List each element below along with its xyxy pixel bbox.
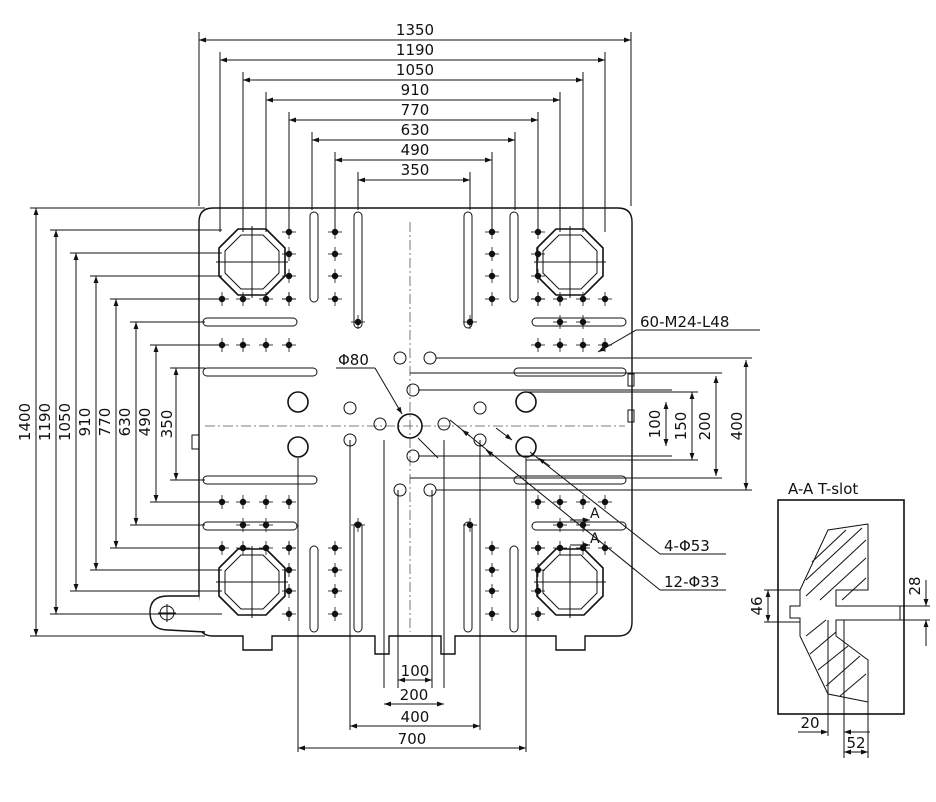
dim-left-1190: 1190: [36, 403, 54, 441]
center-lines: [205, 222, 625, 632]
dim-left-910: 910: [76, 408, 94, 437]
dim-left-490: 490: [136, 408, 154, 437]
left-dimensions: 1400 1190 1050 910 770 630 490 350: [16, 207, 222, 637]
callout-large-holes: 4-Φ53: [664, 537, 710, 555]
tslot-title: A-A T-slot: [788, 480, 858, 498]
dim-left-1400: 1400: [16, 403, 34, 441]
tie-bar-holes: [216, 226, 606, 618]
tie-bar-bottom-left: [216, 546, 288, 618]
top-dimensions: 1350 1190 1050 910 770 630 490 350: [198, 21, 632, 232]
tslot-dim-20: 20: [800, 714, 819, 732]
bores: [287, 351, 537, 497]
dim-left-630: 630: [116, 408, 134, 437]
dim-bottom-200: 200: [400, 686, 429, 704]
dim-right-400: 400: [728, 412, 746, 441]
tslot-detail: A-A T-slot 46 28: [748, 480, 930, 758]
tslot-dim-28: 28: [906, 576, 924, 595]
callout-center-hole: Φ80: [338, 351, 369, 369]
dim-top-630: 630: [401, 121, 430, 139]
platen-outline: [149, 207, 635, 655]
callout-small-holes: 12-Φ33: [664, 573, 719, 591]
bottom-dimensions: 100 200 400 700: [297, 440, 527, 752]
dim-bottom-100: 100: [401, 662, 430, 680]
dim-top-1050: 1050: [396, 61, 434, 79]
dim-top-350: 350: [401, 161, 430, 179]
dim-bottom-700: 700: [398, 730, 427, 748]
tslot-dim-46: 46: [748, 596, 766, 615]
tie-bar-bottom-right: [534, 546, 606, 618]
callouts: 60-M24-L48 Φ80 4-Φ53 12-Φ33 A A: [336, 313, 760, 591]
dim-bottom-400: 400: [401, 708, 430, 726]
right-dimensions: 100 150 200 400: [410, 357, 752, 491]
dim-right-200: 200: [696, 412, 714, 441]
dim-left-1050: 1050: [56, 403, 74, 441]
tie-bar-top-left: [216, 226, 288, 298]
section-mark-bottom: A: [590, 531, 600, 547]
tslot-dim-52: 52: [846, 734, 865, 752]
dim-left-770: 770: [96, 408, 114, 437]
dim-right-150: 150: [672, 412, 690, 441]
callout-tapped-holes: 60-M24-L48: [640, 313, 729, 331]
dim-top-1350: 1350: [396, 21, 434, 39]
dim-left-350: 350: [158, 410, 176, 439]
tie-bar-top-right: [534, 226, 606, 298]
center-bore: [397, 413, 423, 439]
section-mark-top: A: [590, 506, 600, 522]
dim-right-100: 100: [646, 410, 664, 439]
dim-top-490: 490: [401, 141, 430, 159]
dim-top-910: 910: [401, 81, 430, 99]
dim-top-1190: 1190: [396, 41, 434, 59]
dim-top-770: 770: [401, 101, 430, 119]
